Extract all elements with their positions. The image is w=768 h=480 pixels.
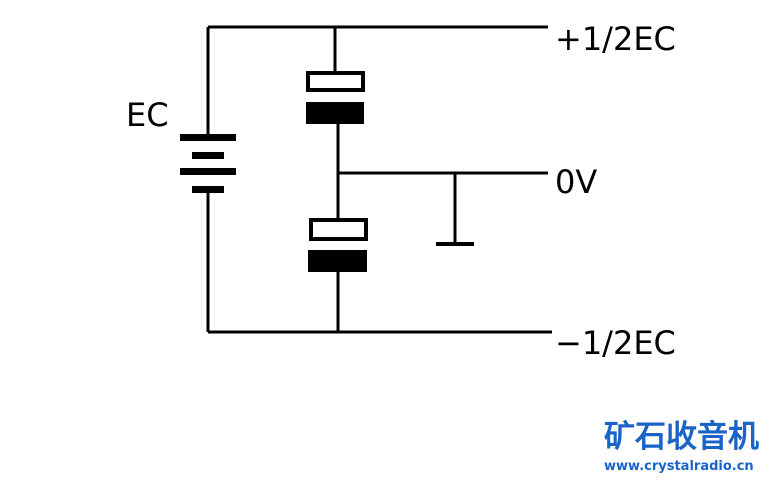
capacitor-lower — [308, 218, 368, 272]
midpoint-label: 0V — [555, 163, 597, 201]
capacitor-lower-positive-plate — [309, 218, 368, 241]
top-rail-label: +1/2EC — [555, 20, 676, 58]
battery-label: EC — [126, 96, 169, 134]
watermark-brand: 矿石收音机 — [604, 419, 759, 455]
watermark-url: www.crystalradio.cn — [604, 459, 754, 474]
wires — [206, 25, 552, 334]
battery-plate-short-2 — [192, 186, 224, 193]
battery-symbol — [180, 134, 236, 193]
capacitor-upper-negative-plate — [306, 102, 364, 124]
capacitor-upper-positive-plate — [306, 71, 365, 92]
bottom-rail-label: −1/2EC — [555, 324, 676, 362]
capacitor-upper — [306, 71, 365, 124]
battery-plate-long-2 — [180, 168, 236, 175]
battery-plate-long-1 — [180, 134, 236, 141]
capacitor-lower-negative-plate — [308, 250, 367, 272]
battery-plate-short-1 — [192, 152, 224, 159]
